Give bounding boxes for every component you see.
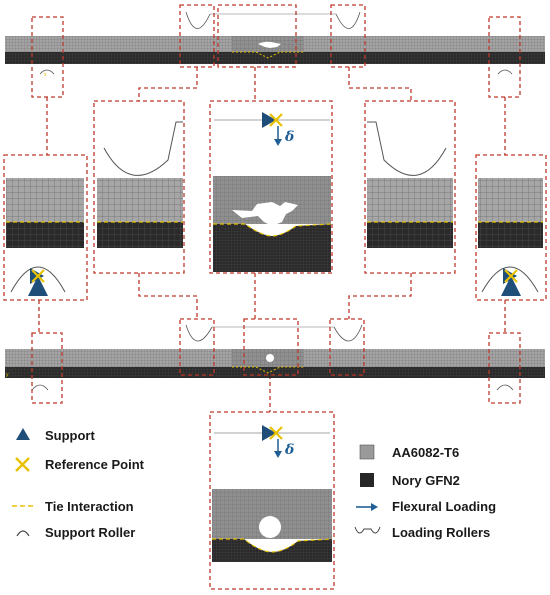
legend-label-loading-rollers: Loading Rollers (392, 525, 490, 540)
flexural-arrow-icon-center (274, 139, 282, 146)
center-detail-bottom: δ (212, 425, 333, 562)
svg-text:x: x (44, 72, 47, 78)
legend-item-support: Support (16, 428, 95, 443)
support-triangle-icon-center (262, 112, 276, 128)
dark-square-icon (360, 473, 374, 487)
triangle-icon (16, 428, 30, 440)
arrow-icon (356, 503, 378, 511)
displacement-symbol-bottom: δ (284, 442, 294, 458)
legend-item-support-roller: Support Roller (16, 525, 135, 540)
top-beam-callout-boxes (31, 4, 521, 98)
legend-item-tie-interaction: Tie Interaction (12, 499, 134, 514)
cross-icon (15, 457, 30, 472)
legend: Support Reference Point Tie Interaction … (12, 428, 496, 540)
bottom-beam-model: y (5, 324, 545, 391)
legend-label-reference-point: Reference Point (45, 457, 145, 472)
loading-roller-detail-right-box (364, 100, 456, 274)
callout-connectors (38, 67, 506, 412)
support-detail-left (6, 178, 84, 296)
support-triangle-icon-right (501, 276, 521, 296)
center-detail-top: δ (213, 112, 332, 272)
legend-item-reference-point: Reference Point (15, 457, 145, 472)
center-detail-bottom-box (209, 411, 335, 590)
legend-label-tie-interaction: Tie Interaction (45, 499, 134, 514)
grey-square-icon (359, 444, 375, 460)
roller-profile-icon (354, 526, 381, 534)
legend-label-support: Support (45, 428, 95, 443)
svg-text:y: y (6, 372, 9, 378)
top-beam-model: x (5, 11, 545, 78)
legend-item-flexural-loading: Flexural Loading (356, 499, 496, 514)
legend-item-nory: Nory GFN2 (360, 473, 460, 488)
support-triangle-icon (28, 276, 48, 296)
loading-roller-detail-left (97, 121, 183, 248)
legend-label-nory: Nory GFN2 (392, 473, 460, 488)
support-detail-left-box (3, 154, 88, 301)
legend-item-loading-rollers: Loading Rollers (354, 525, 490, 540)
legend-label-flexural-loading: Flexural Loading (392, 499, 496, 514)
legend-item-aa6082: AA6082-T6 (359, 444, 459, 460)
support-detail-right (478, 178, 543, 296)
support-detail-right-box (475, 154, 547, 301)
loading-roller-detail-right (367, 121, 453, 248)
legend-label-aa6082: AA6082-T6 (392, 445, 459, 460)
arc-icon (16, 530, 30, 537)
loading-roller-detail-left-box (93, 100, 185, 274)
legend-label-support-roller: Support Roller (45, 525, 135, 540)
bottom-beam-callout-boxes (31, 318, 521, 404)
displacement-symbol: δ (284, 129, 294, 145)
